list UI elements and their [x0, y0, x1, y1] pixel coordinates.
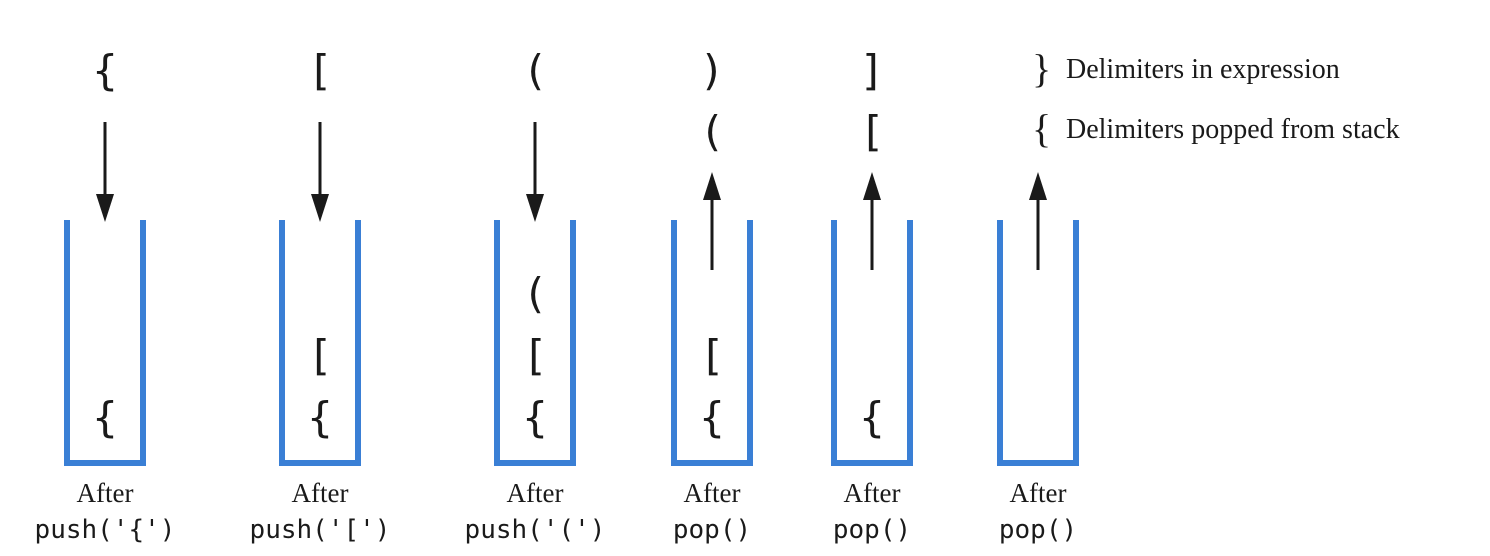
- step-column: [ { [ After push('['): [250, 46, 391, 545]
- step-caption-after: After: [507, 478, 564, 508]
- stack-item: [: [307, 331, 332, 380]
- stack-item: [: [699, 331, 724, 380]
- legend: } Delimiters in expression { Delimiters …: [1032, 46, 1400, 151]
- step-caption-after: After: [684, 478, 741, 508]
- expression-delimiter: ]: [859, 46, 884, 95]
- step-caption-operation: pop(): [833, 515, 911, 545]
- step-caption-after: After: [292, 478, 349, 508]
- push-arrow-head: [96, 194, 114, 222]
- legend-expression-label: Delimiters in expression: [1066, 54, 1340, 85]
- stack-container: [997, 220, 1079, 466]
- pop-arrow-head: [703, 172, 721, 200]
- stack-item: {: [307, 393, 332, 442]
- legend-popped-brace: {: [1032, 106, 1051, 151]
- expression-delimiter: {: [92, 46, 117, 95]
- step-caption-operation: pop(): [673, 515, 751, 545]
- step-caption-operation: push('{'): [35, 515, 176, 545]
- stack-container: [279, 220, 361, 466]
- legend-expression-brace: }: [1032, 46, 1051, 91]
- stack-container: [494, 220, 576, 466]
- stack-item: [: [522, 331, 547, 380]
- legend-popped-label: Delimiters popped from stack: [1066, 114, 1400, 145]
- stack-item: (: [522, 269, 547, 318]
- stack-container: [671, 220, 753, 466]
- stack-item: {: [699, 393, 724, 442]
- step-caption-operation: push('['): [250, 515, 391, 545]
- step-column: ] [ { After pop(): [831, 46, 913, 545]
- stack-item: {: [522, 393, 547, 442]
- stack-item: {: [92, 393, 117, 442]
- stack-item: {: [859, 393, 884, 442]
- step-caption-after: After: [77, 478, 134, 508]
- stack-container: [64, 220, 146, 466]
- push-arrow-head: [311, 194, 329, 222]
- pop-arrow-head: [1029, 172, 1047, 200]
- pop-arrow-head: [863, 172, 881, 200]
- steps-layer: { { After push('{') [ { [ After push('[') ( { [ ( Aft…: [35, 46, 1079, 545]
- step-column: ( { [ ( After push('('): [465, 46, 606, 545]
- step-caption-operation: pop(): [999, 515, 1077, 545]
- popped-delimiter: [: [859, 107, 884, 156]
- push-arrow-head: [526, 194, 544, 222]
- step-column: After pop(): [997, 172, 1079, 545]
- stack-container: [831, 220, 913, 466]
- popped-delimiter: (: [699, 107, 724, 156]
- step-caption-after: After: [844, 478, 901, 508]
- step-column: ) ( { [ After pop(): [671, 46, 753, 545]
- expression-delimiter: [: [307, 46, 332, 95]
- expression-delimiter: ): [699, 46, 724, 95]
- step-caption-operation: push('('): [465, 515, 606, 545]
- step-caption-after: After: [1010, 478, 1067, 508]
- step-column: { { After push('{'): [35, 46, 176, 545]
- expression-delimiter: (: [522, 46, 547, 95]
